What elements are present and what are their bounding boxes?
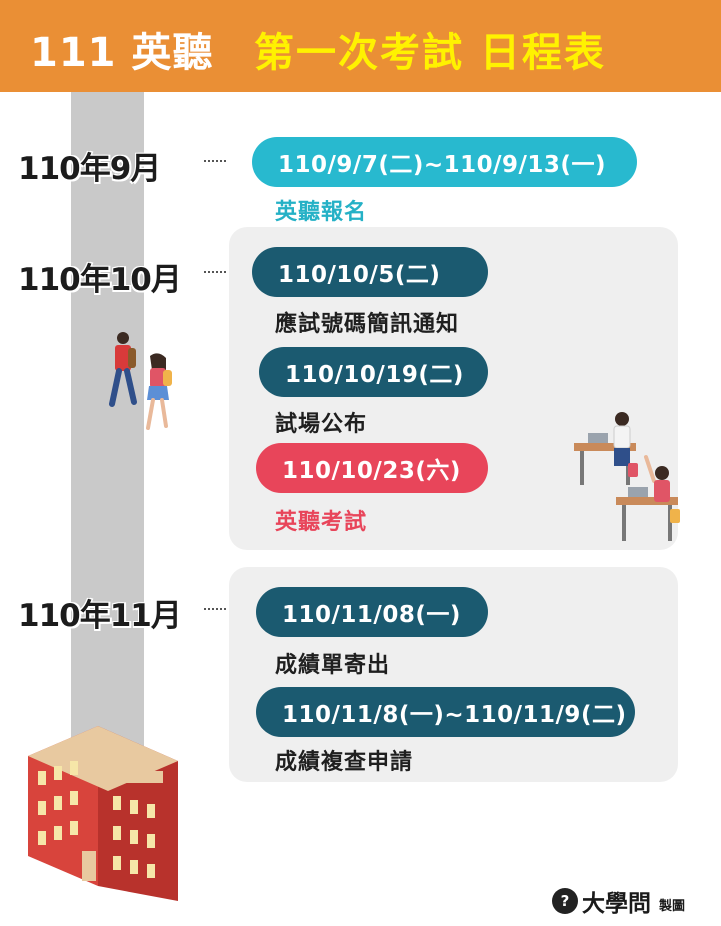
event-label-score-report: 成績單寄出	[275, 653, 391, 678]
event-label-room-announce: 試場公布	[275, 412, 368, 437]
students-at-desks-illustration	[574, 412, 680, 541]
made-by-label: 製圖	[659, 898, 686, 914]
brand-name: 大學問	[582, 891, 651, 917]
event-date-registration: 110/9/7(二)~110/9/13(一)	[252, 137, 637, 187]
month-connector	[204, 608, 226, 610]
event-label-score-review: 成績複查申請	[275, 750, 414, 775]
event-date-score-report: 110/11/08(一)	[256, 587, 488, 637]
month-connector	[204, 271, 226, 273]
month-connector	[204, 160, 226, 162]
event-date-exam: 110/10/23(六)	[256, 443, 488, 493]
event-date-room-announce: 110/10/19(二)	[259, 347, 488, 397]
brand-logo-icon: ?	[552, 888, 578, 914]
event-date-sms-notice: 110/10/5(二)	[252, 247, 488, 297]
event-label-exam: 英聽考試	[275, 510, 368, 535]
header-title-left: 111 英聽	[30, 30, 214, 76]
month-label-november: 110年11月	[18, 598, 182, 634]
event-label-registration: 英聽報名	[275, 200, 368, 225]
month-label-october: 110年10月	[18, 262, 182, 298]
event-label-sms-notice: 應試號碼簡訊通知	[275, 312, 460, 337]
timeline-road	[71, 92, 144, 772]
walking-students-illustration	[109, 332, 172, 430]
school-building-illustration	[28, 726, 178, 901]
brand-logo: ? 大學問 製圖	[552, 884, 685, 918]
header-title-right: 第一次考試 日程表	[254, 30, 606, 76]
header-banner: 111 英聽 第一次考試 日程表	[0, 0, 721, 92]
event-date-score-review: 110/11/8(一)~110/11/9(二)	[256, 687, 635, 737]
month-label-september: 110年9月	[18, 151, 161, 187]
